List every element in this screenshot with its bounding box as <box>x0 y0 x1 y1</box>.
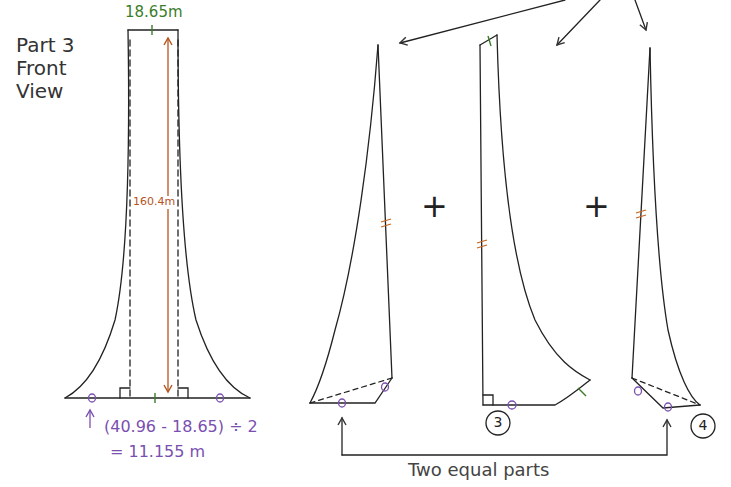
callout-number: 3 <box>494 415 503 430</box>
callout-number: 4 <box>699 418 708 433</box>
view-title: Part 3 Front View <box>16 34 94 103</box>
dimension-label: 18.65m <box>125 4 183 21</box>
bracket-note: Two equal parts <box>408 460 549 481</box>
plus-sign: + <box>583 188 610 225</box>
circled-number: 4 <box>690 413 716 439</box>
calculation-text: = 11.155 m <box>110 443 205 461</box>
circled-number: 3 <box>485 410 511 436</box>
dimension-label: 160.4m <box>132 196 176 209</box>
plus-sign: + <box>421 188 448 225</box>
calculation-text: (40.96 - 18.65) ÷ 2 <box>104 418 258 436</box>
